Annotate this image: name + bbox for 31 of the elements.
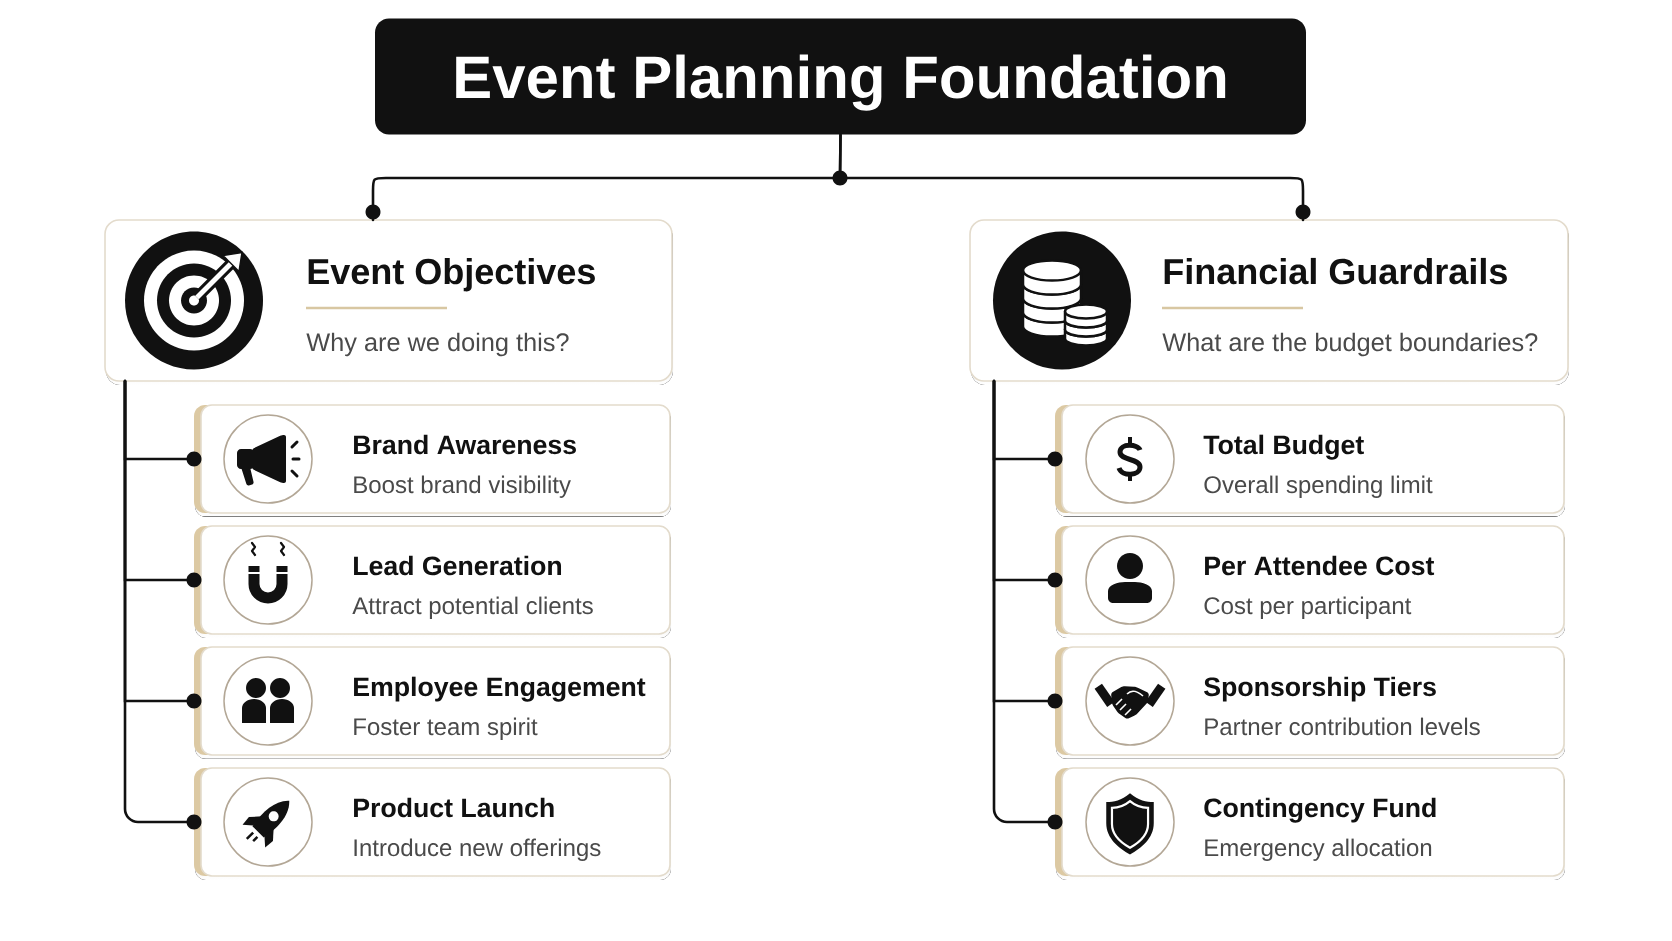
card-title: Sponsorship Tiers (1204, 676, 1436, 702)
card-subtitle: Introduce new offerings (354, 838, 601, 861)
card-title: Event Objectives (308, 257, 595, 292)
card-subtitle: Emergency allocation (1205, 838, 1432, 861)
item-card (194, 767, 671, 880)
item-card (1055, 767, 1565, 880)
card-title: Financial Guardrails (1164, 257, 1507, 285)
category-card (104, 219, 673, 385)
card-subtitle: Overall spending limit (1204, 475, 1433, 498)
item-card (1055, 404, 1565, 517)
card-subtitle: Boost brand visibility (354, 475, 571, 498)
card-title: Total Budget (1203, 434, 1364, 460)
category-card (969, 219, 1569, 385)
card-subtitle: Foster team spirit (354, 717, 538, 740)
card-title: Product Launch (354, 797, 554, 818)
card-title: Brand Awareness (354, 434, 576, 455)
card-title: Contingency Fund (1204, 797, 1436, 823)
item-card (194, 404, 671, 517)
card-subtitle: What are the budget boundaries? (1162, 332, 1538, 357)
card-title: Lead Generation (354, 555, 561, 576)
item-card (194, 646, 671, 759)
card-subtitle: Why are we doing this? (306, 332, 569, 357)
card-title: Per Attendee Cost (1205, 555, 1435, 576)
card-title: Employee Engagement (354, 676, 646, 702)
title-banner: Event Planning Foundation (375, 18, 1306, 135)
card-subtitle: Cost per participant (1204, 596, 1412, 619)
card-subtitle: Attract potential clients (352, 596, 593, 619)
item-card (1055, 525, 1565, 638)
item-card (194, 525, 671, 638)
card-subtitle: Partner contribution levels (1205, 717, 1480, 736)
item-card (1055, 646, 1565, 759)
